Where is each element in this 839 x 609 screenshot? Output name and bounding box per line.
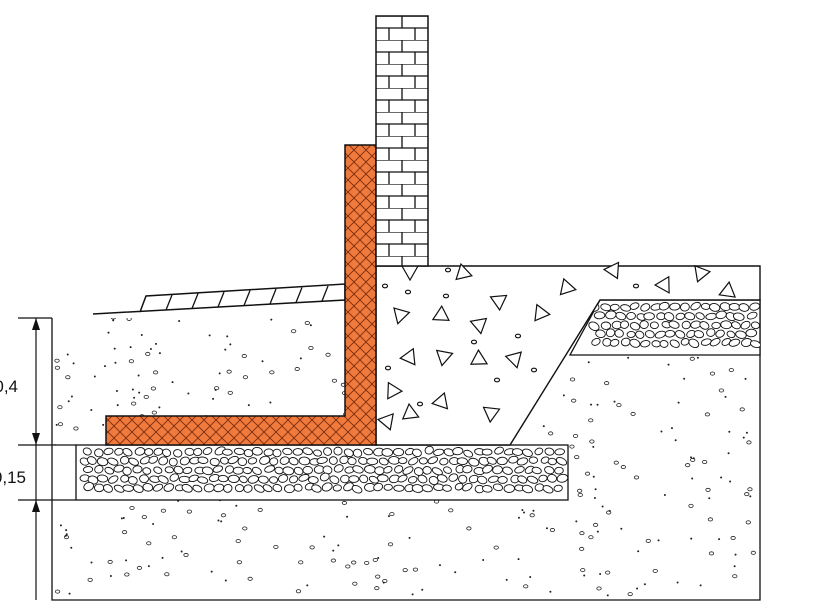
brick-wall <box>375 15 429 267</box>
dimension-label-upper: 0,4 <box>0 377 18 396</box>
gravel-bed <box>75 444 569 501</box>
blind-area-paving <box>92 283 355 315</box>
dimension-arrows <box>32 318 40 512</box>
arrow-up-icon <box>32 318 40 330</box>
gravel-upper-right <box>568 299 761 356</box>
arrow-up-icon <box>32 500 40 512</box>
arrow-down-icon <box>32 433 40 445</box>
dimension-lines <box>18 317 76 600</box>
dimension-label-lower: 0,15 <box>0 468 26 487</box>
